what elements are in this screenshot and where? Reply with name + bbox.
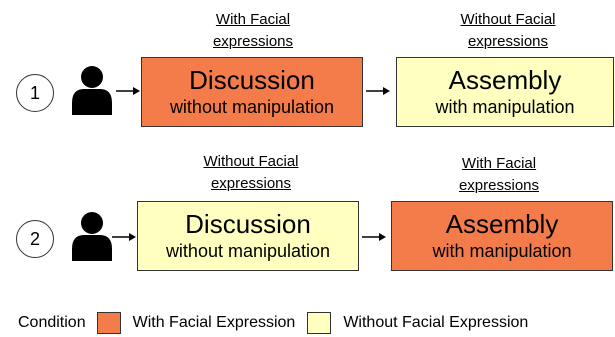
row1-stage1-condition-line1: With Facial bbox=[215, 11, 291, 28]
person-icon bbox=[72, 66, 112, 115]
person-icon bbox=[72, 212, 112, 261]
row1-assembly-title: Assembly bbox=[448, 65, 562, 95]
row2-discussion-subtitle: without manipulation bbox=[165, 241, 331, 261]
legend-label-without-facial: Without Facial Expression bbox=[343, 314, 529, 331]
row2-stage1-condition-line2: expressions bbox=[210, 175, 292, 192]
legend-swatch-without-facial bbox=[307, 312, 332, 334]
row2-stage1-condition-line1: Without Facial bbox=[203, 153, 299, 170]
row1-stage2-condition-line1: Without Facial bbox=[460, 11, 556, 28]
row1-stage1-condition-line2: expressions bbox=[212, 33, 294, 50]
row1-assembly-subtitle: with manipulation bbox=[435, 97, 575, 117]
row2-discussion-title: Discussion bbox=[185, 209, 311, 239]
row2-number: 2 bbox=[29, 228, 40, 249]
row2-number-badge: 2 bbox=[16, 220, 54, 258]
row2-stage2-condition-line1: With Facial bbox=[461, 155, 537, 172]
row1-number-badge: 1 bbox=[16, 74, 54, 112]
row1-stage2-condition-label: Without Facial expressions bbox=[438, 9, 578, 53]
row1-number: 1 bbox=[29, 82, 40, 103]
arrow-right-icon bbox=[116, 87, 140, 95]
row1-stage2-condition-line2: expressions bbox=[467, 33, 549, 50]
row1-discussion-title: Discussion bbox=[189, 65, 315, 95]
row1-stage1-condition-label: With Facial expressions bbox=[188, 9, 318, 53]
row2-discussion-box: Discussion without manipulation bbox=[137, 201, 359, 271]
row2-stage2-condition-label: With Facial expressions bbox=[434, 153, 564, 197]
row2-assembly-subtitle: with manipulation bbox=[432, 241, 572, 261]
arrow-right-icon bbox=[112, 233, 136, 241]
arrow-right-icon bbox=[362, 233, 386, 241]
legend-title: Condition bbox=[18, 314, 86, 331]
legend-swatch-with-facial bbox=[96, 312, 121, 334]
row2-assembly-box: Assembly with manipulation bbox=[391, 201, 613, 271]
row1-discussion-box: Discussion without manipulation bbox=[141, 57, 363, 127]
row2-assembly-title: Assembly bbox=[445, 209, 559, 239]
row1-discussion-subtitle: without manipulation bbox=[169, 97, 335, 117]
row2-stage1-condition-label: Without Facial expressions bbox=[176, 151, 326, 195]
row1-assembly-box: Assembly with manipulation bbox=[396, 57, 614, 127]
row2-stage2-condition-line2: expressions bbox=[458, 177, 540, 194]
arrow-right-icon bbox=[366, 87, 390, 95]
legend: Condition With Facial Expression Without… bbox=[18, 312, 528, 334]
legend-label-with-facial: With Facial Expression bbox=[132, 314, 296, 331]
